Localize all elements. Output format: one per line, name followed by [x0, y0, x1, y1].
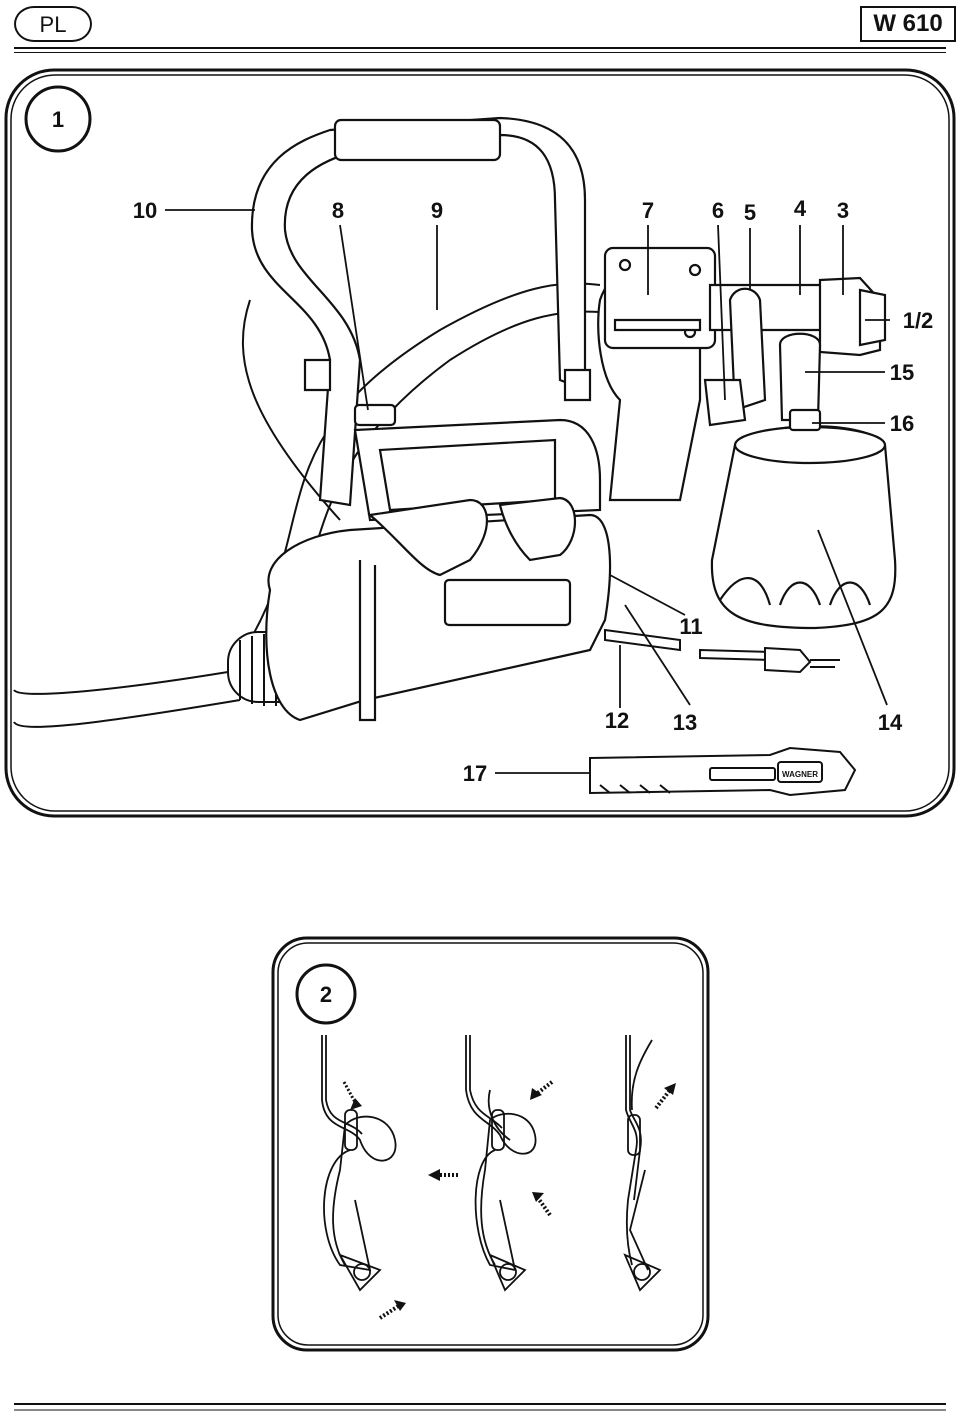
label-7: 7	[642, 198, 654, 223]
header-rule-thin	[14, 52, 946, 53]
figure-2: 2	[271, 936, 710, 1352]
arrow-down-left-icon	[530, 1088, 542, 1100]
figure-1-number: 1	[52, 107, 64, 132]
language-badge: PL	[14, 6, 92, 42]
label-17: 17	[463, 761, 487, 786]
figure-2-frame	[271, 936, 710, 1352]
label-1-2: 1/2	[903, 308, 934, 333]
label-9: 9	[431, 198, 443, 223]
label-5: 5	[744, 200, 756, 225]
label-8: 8	[332, 198, 344, 223]
cord-drawing	[604, 628, 840, 674]
model-badge: W 610	[860, 6, 956, 42]
direction-arrows	[342, 1080, 676, 1320]
label-10: 10	[133, 198, 157, 223]
header-rule	[14, 47, 946, 49]
label-4: 4	[794, 196, 807, 221]
label-6: 6	[712, 198, 724, 223]
figure-1-number-circle	[24, 85, 92, 153]
leader-lines	[165, 209, 890, 774]
label-16: 16	[890, 411, 914, 436]
arrow-left-icon	[428, 1169, 440, 1181]
label-13: 13	[673, 710, 697, 735]
carry-frame-drawing	[250, 116, 592, 507]
arrow-right-up-icon	[394, 1300, 406, 1311]
label-15: 15	[890, 360, 914, 385]
arrow-up-left-icon	[532, 1192, 544, 1202]
label-14: 14	[878, 710, 903, 735]
strap-step-1	[321, 1035, 397, 1292]
label-11: 11	[679, 614, 702, 639]
figure-1-frame	[4, 68, 956, 818]
figure-1: 1	[4, 68, 956, 818]
motor-unit-drawing	[265, 403, 612, 722]
label-3: 3	[837, 198, 849, 223]
figure-2-number: 2	[320, 982, 332, 1007]
label-12: 12	[605, 708, 629, 733]
spray-gun-drawing	[597, 246, 887, 502]
tool-brand: WAGNER	[782, 770, 818, 779]
strap-step-3	[623, 1035, 662, 1292]
figure-2-number-circle	[295, 963, 357, 1025]
figure-2-frame-inner	[277, 942, 704, 1346]
figure-1-frame-inner	[10, 74, 950, 812]
strap-step-2	[465, 1035, 537, 1292]
container-drawing	[710, 332, 897, 630]
arrow-up-right-icon	[664, 1083, 676, 1095]
viscosity-tool-drawing: WAGNER	[589, 746, 857, 797]
language-code: PL	[39, 12, 67, 37]
